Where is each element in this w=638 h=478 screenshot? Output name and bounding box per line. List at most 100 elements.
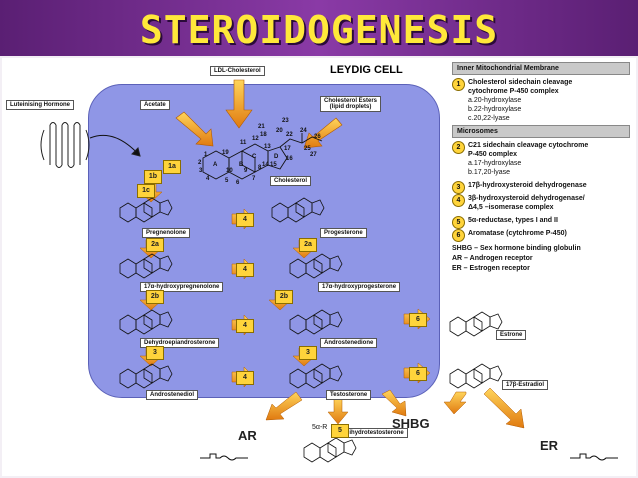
legend-item-3: 3 17β-hydroxysteroid dehydrogenase: [452, 181, 630, 194]
estradiol-label: 17β-Estradiol: [502, 380, 549, 390]
legend-number-3: 3: [452, 181, 465, 194]
ring-num-19: 19: [222, 150, 229, 156]
ring-num-1: 1: [204, 152, 208, 158]
legend-number-2: 2: [452, 141, 465, 154]
ring-num-7: 7: [252, 176, 256, 182]
ring-num-5: 5: [225, 178, 229, 184]
legend-abbreviations: SHBG – Sex hormone binding globulin AR –…: [452, 244, 630, 274]
step-1a-tag: 1a: [163, 160, 181, 174]
esters-label-line1: Cholesterol Esters: [324, 98, 378, 104]
reductase-label: 5α-R: [312, 424, 328, 431]
ring-num-6: 6: [236, 180, 240, 186]
ring-num-9: 9: [244, 168, 248, 174]
ring-num-22: 22: [286, 132, 293, 138]
step-4-row2-tag: 4: [236, 263, 254, 277]
step-5-tag: 5: [331, 424, 349, 438]
legend-item-2-line1: C21 sidechain cleavage cytochrome: [468, 142, 589, 149]
step-4-row4-tag: 4: [236, 371, 254, 385]
legend-item-4: 4 3β-hydroxysteroid dehydrogenase/ Δ4,5 …: [452, 194, 630, 212]
lh-receptor: [40, 122, 141, 168]
ring-num-8: 8: [258, 165, 262, 171]
legend-item-4-line1: 3β-hydroxysteroid dehydrogenase/: [468, 195, 585, 202]
step4-arrows: [231, 208, 255, 388]
ring-num-11: 11: [240, 140, 247, 146]
legend-header-microsomes: Microsomes: [452, 125, 630, 138]
dhea-label: Dehydroepiandrosterone: [140, 338, 220, 348]
legend-item-1c: c.20,22-lyase: [468, 115, 510, 122]
slide-title: STEROIDOGENESIS: [139, 8, 499, 52]
legend-number-4: 4: [452, 194, 465, 207]
legend-item-1: 1 Cholesterol sidechain cleavage cytochr…: [452, 78, 630, 123]
step-2b-left-tag: 2b: [146, 290, 164, 304]
legend-item-1a: a.20-hydroxylase: [468, 97, 522, 104]
receptor-squiggles: [200, 453, 618, 461]
ring-num-14: 14: [262, 162, 269, 168]
ring-num-27: 27: [310, 152, 317, 158]
step-4-row1-tag: 4: [236, 213, 254, 227]
er-label: ER: [540, 438, 559, 453]
legend-abbr-shbg: SHBG – Sex hormone binding globulin: [452, 245, 581, 252]
legend-abbr-ar: AR – Androgen receptor: [452, 255, 533, 262]
legend-item-2-line2: P-450 complex: [468, 151, 518, 158]
molecule-glyphs: [119, 197, 503, 463]
esters-label: Cholesterol Esters (lipid droplets): [320, 96, 382, 112]
legend-item-2a: a.17-hydroxylase: [468, 160, 522, 167]
ldl-label: LDL-Cholesterol: [210, 66, 265, 76]
legend-item-5: 5 5α-reductase, types I and II: [452, 216, 630, 229]
acetate-label: Acetate: [140, 100, 170, 110]
ring-num-24: 24: [300, 128, 307, 134]
ring-num-3: 3: [199, 168, 203, 174]
legend-abbr-er: ER – Estrogen receptor: [452, 265, 530, 272]
legend-header-mitochondria: Inner Mitochondrial Membrane: [452, 62, 630, 75]
ring-b-label: B: [239, 162, 244, 168]
ldl-arrow: [225, 79, 253, 129]
step-2a-right-tag: 2a: [299, 238, 317, 252]
ring-num-16: 16: [286, 156, 293, 162]
ring-num-20: 20: [276, 128, 283, 134]
esters-label-line2: (lipid droplets): [329, 104, 372, 110]
legend-item-4-line2: Δ4,5 –isomerase complex: [468, 204, 554, 211]
legend-number-6: 6: [452, 229, 465, 242]
ring-d-label: D: [274, 154, 279, 160]
output-arrows: [265, 387, 525, 429]
oh-progesterone-label: 17α-hydroxyprogesterone: [318, 282, 401, 292]
ring-num-13: 13: [264, 144, 271, 150]
step-3-right-tag: 3: [299, 346, 317, 360]
acetate-arrow: [175, 111, 214, 147]
estrone-label: Estrone: [496, 330, 527, 340]
cholesterol-label: Cholesterol: [270, 176, 312, 186]
ring-num-23: 23: [282, 118, 289, 124]
ring-num-25: 25: [304, 146, 311, 152]
cell-title: LEYDIG CELL: [330, 64, 403, 76]
step-3-left-tag: 3: [146, 346, 164, 360]
cholesterol-structure: [202, 133, 323, 180]
legend-item-2: 2 C21 sidechain cleavage cytochrome P-45…: [452, 141, 630, 177]
ring-num-12: 12: [252, 136, 259, 142]
legend-item-1-line1: Cholesterol sidechain cleavage: [468, 79, 573, 86]
progesterone-label: Progesterone: [320, 228, 367, 238]
ring-num-4: 4: [206, 176, 210, 182]
step-1b-tag: 1b: [144, 170, 162, 184]
legend-item-2b: b.17,20-lyase: [468, 169, 511, 176]
ring-a-label: A: [213, 162, 218, 168]
ring-num-26: 26: [314, 134, 321, 140]
legend-item-6: 6 Aromatase (cytchrome P-450): [452, 229, 630, 242]
legend-item-3-text: 17β-hydroxysteroid dehydrogenase: [468, 182, 587, 189]
step-2a-left-tag: 2a: [146, 238, 164, 252]
ring-num-18: 18: [260, 132, 267, 138]
step-6-upper-tag: 6: [409, 313, 427, 327]
enzyme-legend: Inner Mitochondrial Membrane 1 Cholester…: [452, 62, 630, 274]
title-bar: [0, 0, 638, 56]
legend-item-1b: b.22-hydroxylase: [468, 106, 522, 113]
androstenediol-label: Androstenediol: [146, 390, 199, 400]
legend-number-1: 1: [452, 78, 465, 91]
legend-item-6-text: Aromatase (cytchrome P-450): [468, 230, 567, 237]
legend-item-5-text: 5α-reductase, types I and II: [468, 217, 558, 224]
step-1c-tag: 1c: [137, 184, 155, 198]
lh-label: Luteinising Hormone: [6, 100, 74, 110]
ar-label: AR: [238, 428, 257, 443]
pregnenolone-label: Pregnenolone: [142, 228, 191, 238]
testosterone-label: Testosterone: [326, 390, 372, 400]
ring-num-17: 17: [284, 146, 291, 152]
androstenedione-label: Androstenedione: [320, 338, 378, 348]
